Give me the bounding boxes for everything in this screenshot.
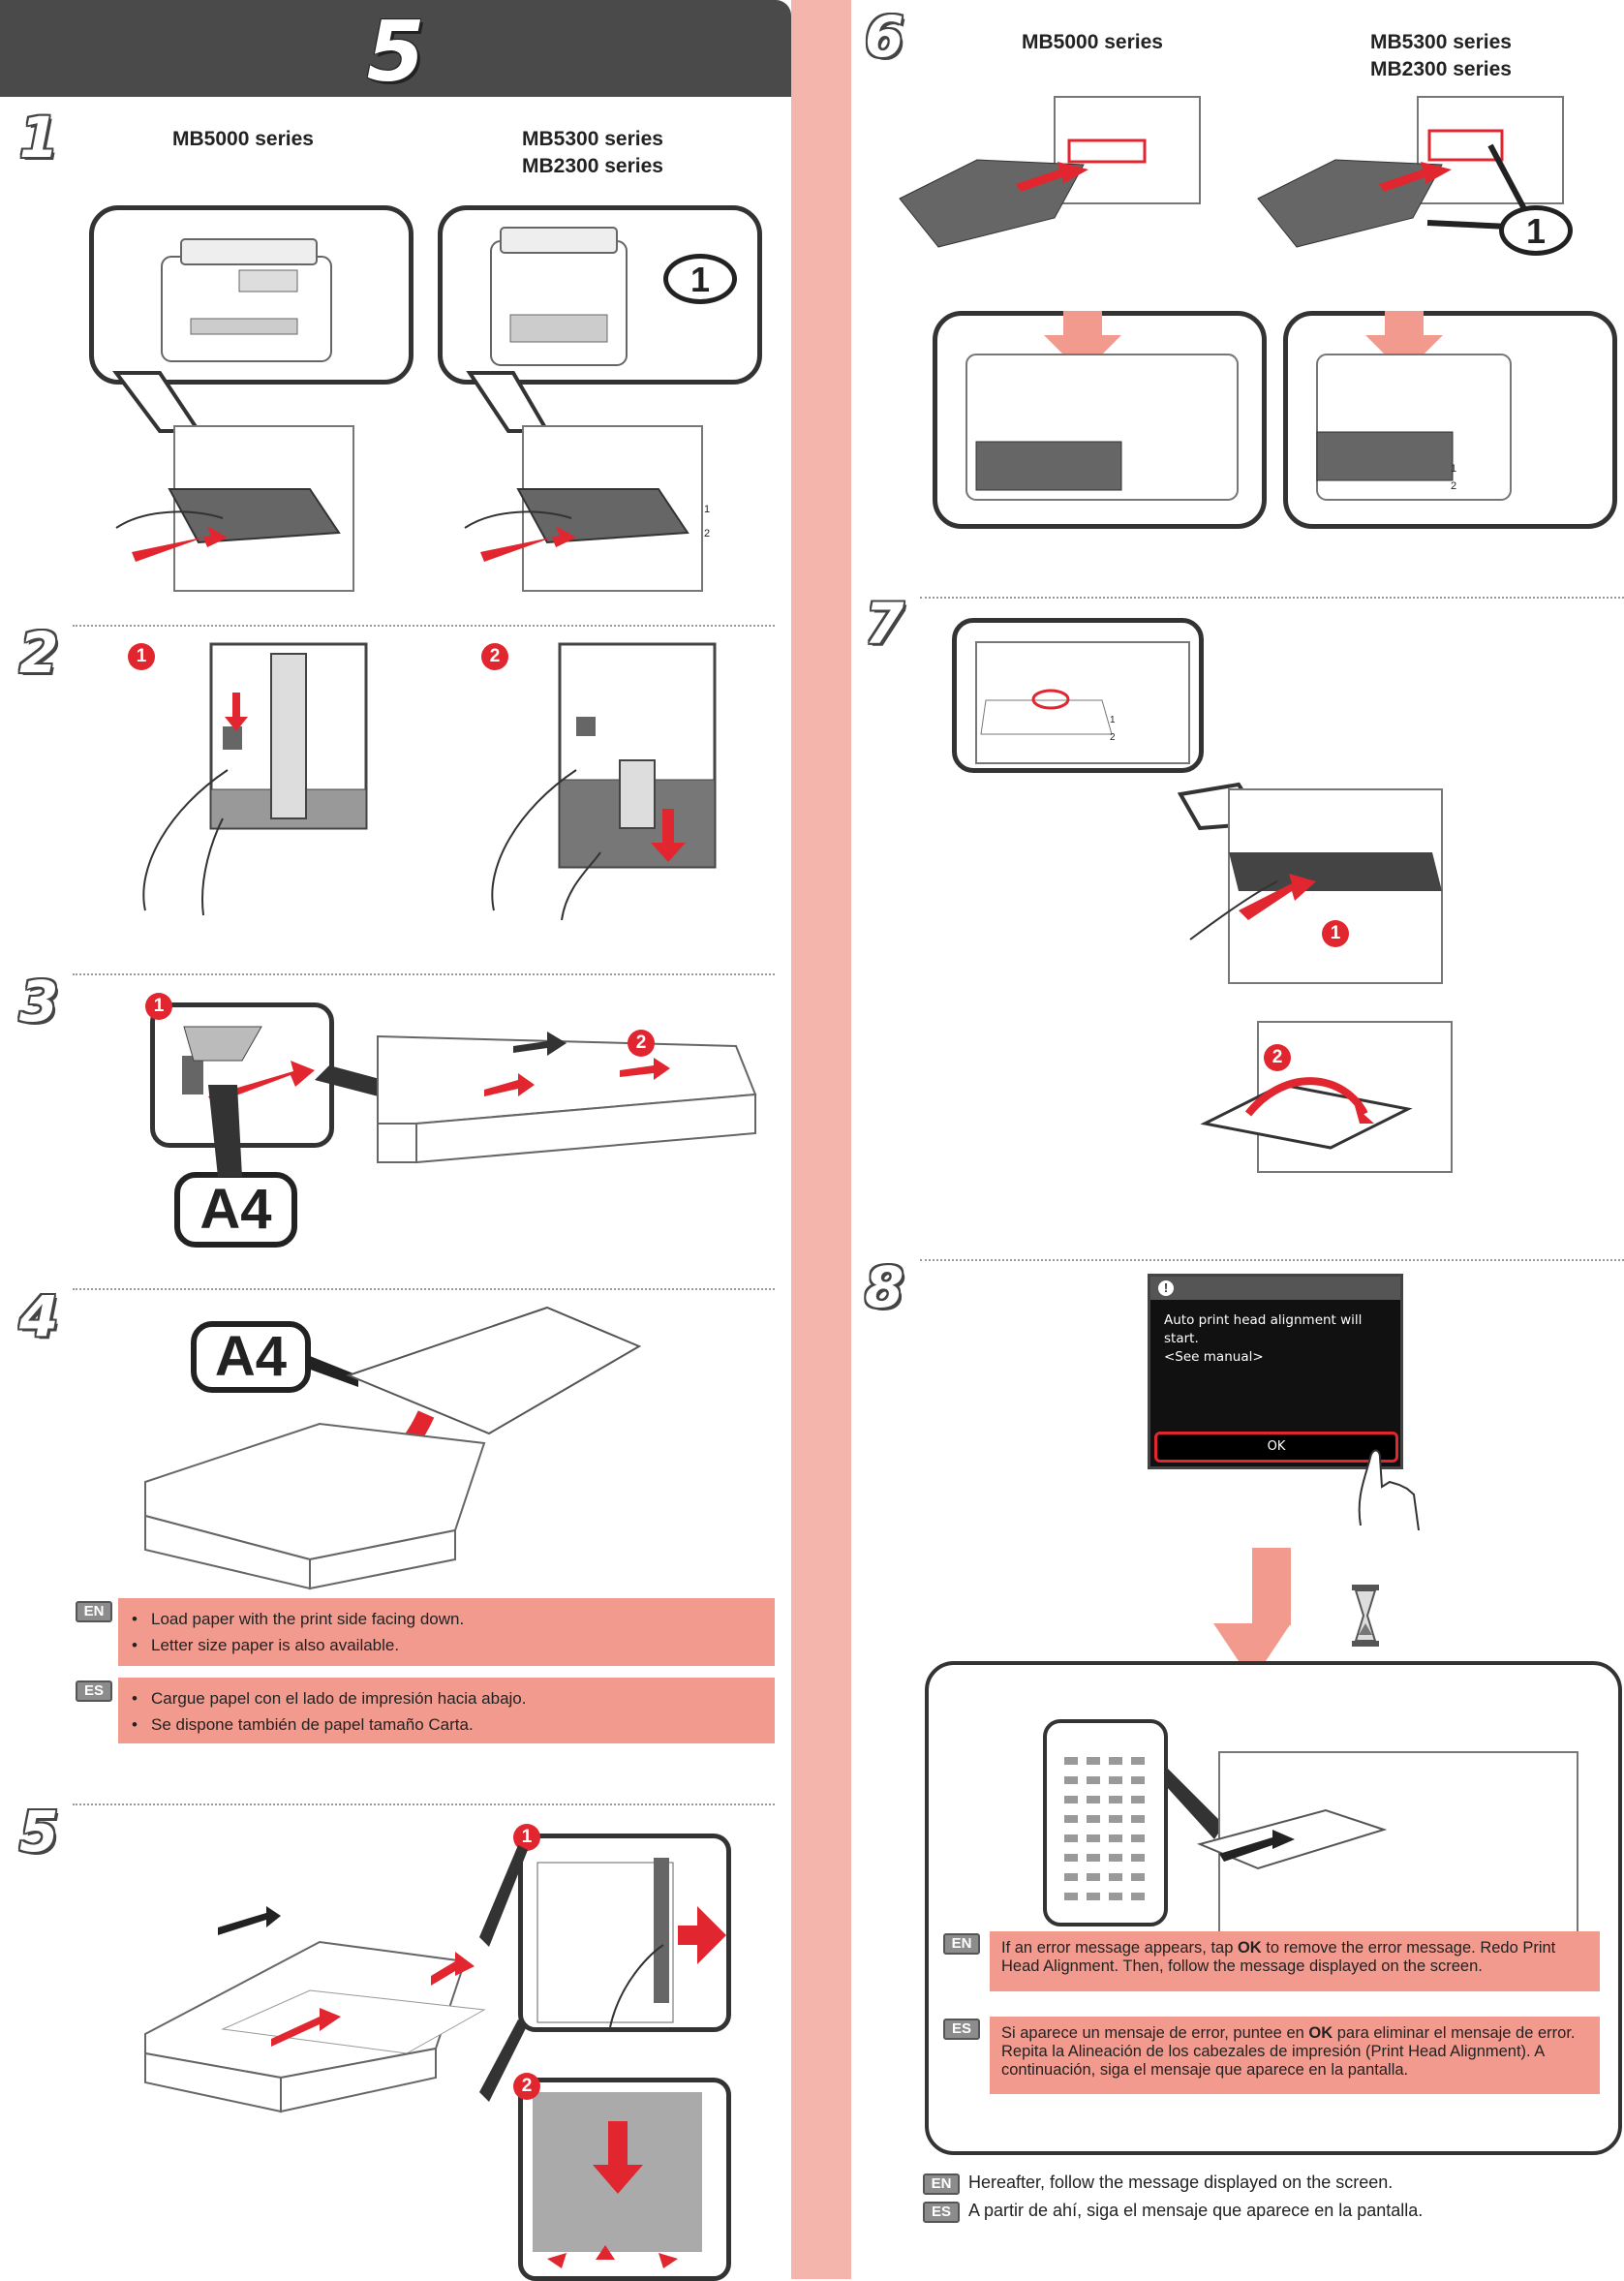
lang-tag-es: ES [76, 1680, 112, 1702]
cassette-guide-illustrations [142, 642, 717, 921]
step-4-number: 4 [19, 1283, 59, 1349]
alignment-print-illustration [1043, 1719, 1578, 1947]
step-2-number: 2 [19, 620, 59, 686]
error-note-es-text: para eliminar el mensaje de error. Repit… [1001, 2024, 1576, 2079]
scale-marker-2: 2 [1110, 732, 1116, 743]
output-tray-zoom-box: 1 2 [952, 618, 1204, 773]
scale-marker-1: 1 [704, 504, 711, 515]
scale-marker-2: 2 [704, 528, 711, 539]
lang-tag-es: ES [923, 2202, 960, 2223]
substep-2-badge: 2 [1264, 1044, 1291, 1071]
note-en-item: Load paper with the print side facing do… [132, 1606, 775, 1632]
result-panel: EN If an error message appears, tap OK t… [925, 1661, 1622, 2155]
substep-1-badge: 1 [1322, 920, 1349, 947]
step-divider [73, 973, 775, 975]
lang-tag-en: EN [943, 1933, 980, 1955]
scale-marker-2: 2 [1451, 480, 1457, 492]
lcd-title-bar: ! [1150, 1277, 1400, 1300]
substep-1-badge: 1 [145, 993, 172, 1020]
section-header: 5 [0, 0, 791, 101]
hourglass-icon [1352, 1585, 1379, 1647]
section-number: 5 [366, 4, 425, 101]
step-divider [920, 1259, 1624, 1261]
substep-2-badge: 2 [628, 1030, 655, 1057]
series-label-mb5300-mb2300: MB5300 series MB2300 series [1370, 31, 1512, 80]
guide-zoom-box-1 [518, 1834, 731, 2032]
error-note-es-text: Si aparece un mensaje de error, puntee e… [1001, 2024, 1309, 2042]
lang-tag-en: EN [76, 1601, 112, 1622]
printer-zoom-box-mb5000 [933, 311, 1267, 529]
substep-2-badge: 2 [481, 643, 508, 670]
footer-note-es: A partir de ahí, siga el mensaje que apa… [968, 2201, 1424, 2220]
printer-zoom-box-mb5300: 1 [438, 205, 762, 385]
touchscreen-display: ! Auto print head alignment will start. … [1148, 1274, 1403, 1469]
error-note-en-text: If an error message appears, tap [1001, 1939, 1238, 1957]
guide-zoom-box [150, 1002, 334, 1148]
paper-guide-illustration [536, 1858, 726, 2028]
down-arrow-icon [1252, 1548, 1291, 1625]
paper-stack-illustration [533, 2092, 702, 2268]
step-7-number: 7 [865, 591, 904, 657]
series-label-mb5300-mb2300: MB5300 series MB2300 series [522, 128, 663, 177]
note-en-item: Letter size paper is also available. [132, 1632, 775, 1658]
output-tray-open-illustration [1177, 782, 1453, 1173]
ok-button[interactable]: OK [1154, 1432, 1398, 1463]
step-divider [73, 625, 775, 627]
load-paper-illustration [144, 1306, 642, 1590]
note-es-item: Cargue papel con el lado de impresión ha… [132, 1685, 775, 1711]
alert-icon: ! [1158, 1280, 1174, 1296]
callout-1-badge: 1 [1499, 205, 1573, 256]
ok-bold-label: OK [1308, 2024, 1333, 2042]
cassette-insert-illustrations [899, 96, 1564, 248]
substep-1-badge: 1 [128, 643, 155, 670]
finger-tap-illustration [1358, 1449, 1420, 1531]
printer-illustration [965, 311, 1239, 501]
step-divider [73, 1288, 775, 1290]
substep-2-badge: 2 [513, 2073, 540, 2100]
guide-zoom-box-2 [518, 2078, 731, 2281]
column-divider-bar [791, 0, 851, 2279]
note-es-item: Se dispone también de papel tamaño Carta… [132, 1711, 775, 1738]
down-arrow-head-icon [1213, 1623, 1291, 1681]
cassette-a4-illustration [208, 1032, 757, 1177]
step-divider [73, 1803, 775, 1805]
scale-marker-1: 1 [1451, 463, 1457, 475]
lcd-message: Auto print head alignment will start. <S… [1164, 1312, 1363, 1365]
lang-tag-es: ES [943, 2019, 980, 2040]
series-label-mb5000: MB5000 series [172, 128, 314, 150]
ok-bold-label: OK [1237, 1939, 1262, 1957]
step-divider [920, 597, 1624, 599]
printer-zoom-box-mb5300: 1 2 [1283, 311, 1617, 529]
step-3-number: 3 [19, 969, 59, 1034]
error-note-en: If an error message appears, tap OK to r… [990, 1931, 1600, 1991]
step-8-number: 8 [865, 1254, 904, 1320]
output-tray-illustration [975, 641, 1190, 764]
error-note-en-text: to remove the error message. Redo Print … [1001, 1939, 1556, 1975]
printer-illustration [1316, 311, 1512, 501]
error-note-es: Si aparece un mensaje de error, puntee e… [990, 2017, 1600, 2094]
scale-marker-1: 1 [1110, 715, 1116, 725]
note-en: Load paper with the print side facing do… [118, 1598, 775, 1666]
series-label-mb5000: MB5000 series [1022, 31, 1163, 53]
step-5-number: 5 [19, 1799, 59, 1865]
a4-size-label: A4 [191, 1321, 311, 1393]
printer-illustration [490, 227, 628, 366]
cassette-loaded-illustration [144, 1845, 528, 2113]
lang-tag-en: EN [923, 2173, 960, 2195]
cassette-pullout-illustrations [112, 371, 703, 592]
step-6-number: 6 [865, 4, 904, 70]
callout-1-badge: 1 [663, 254, 737, 304]
note-es: Cargue papel con el lado de impresión ha… [118, 1678, 775, 1743]
step-1-number: 1 [19, 105, 59, 170]
printer-illustration [161, 238, 332, 362]
footer-note-en: Hereafter, follow the message displayed … [968, 2173, 1394, 2192]
printer-zoom-box-mb5000 [89, 205, 414, 385]
